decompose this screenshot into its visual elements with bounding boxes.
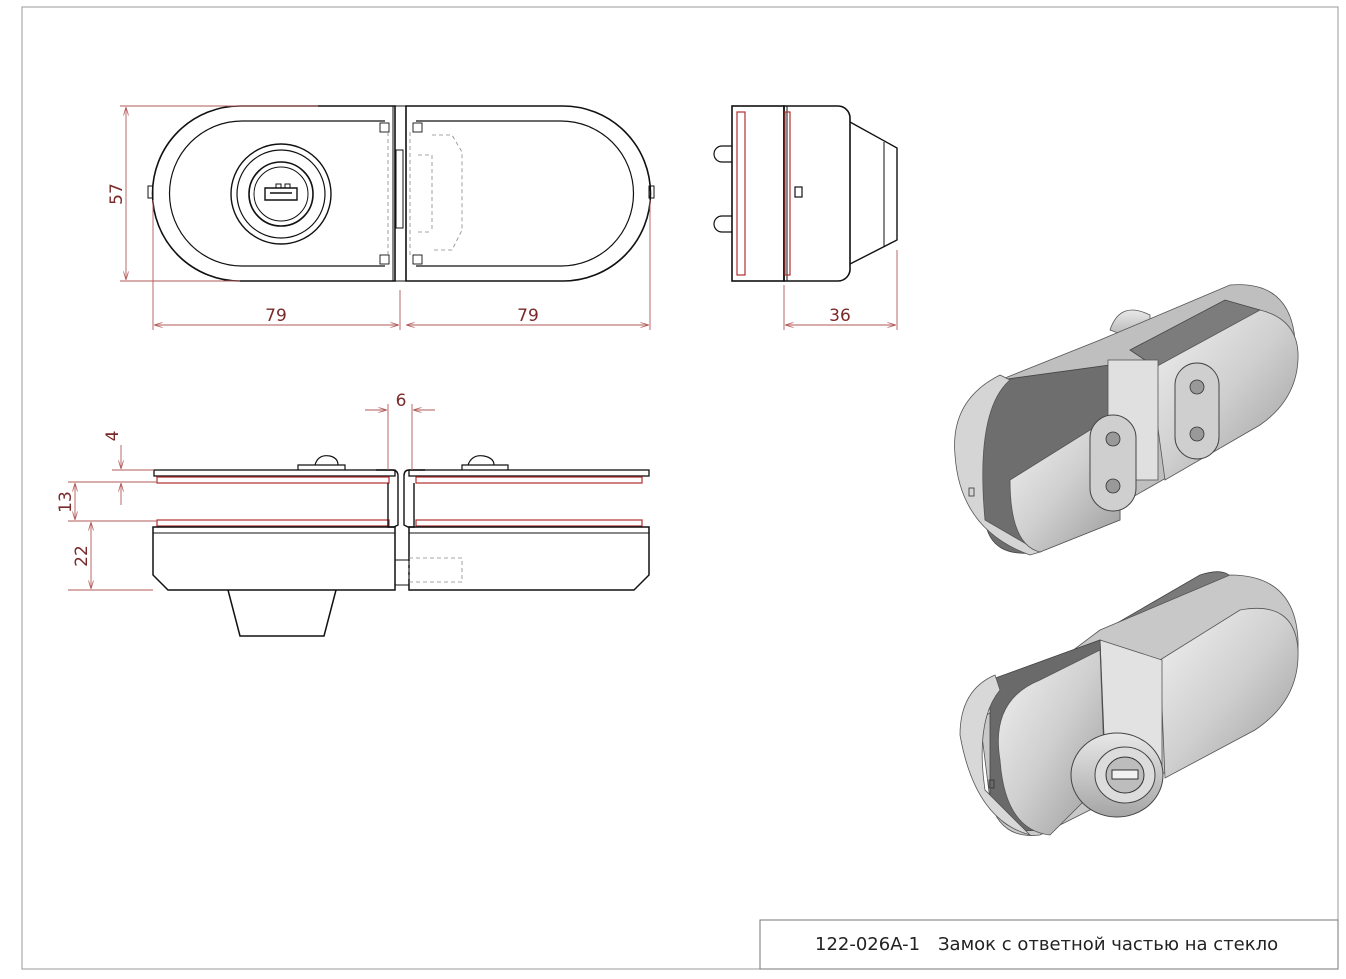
side-dimensions: 36 xyxy=(783,250,898,330)
sheet-frame xyxy=(21,6,1339,970)
isometric-view-back xyxy=(954,284,1299,556)
front-dimensions: 57 79 79 xyxy=(107,105,651,330)
dim-plate-4: 4 xyxy=(103,431,123,442)
part-description: Замок с ответной частью на стекло xyxy=(938,934,1278,955)
top-dimensions: 6 4 13 22 xyxy=(56,391,435,591)
dim-glass-13: 13 xyxy=(56,491,76,513)
top-view xyxy=(152,455,650,637)
side-view xyxy=(713,105,898,282)
front-view xyxy=(147,105,655,282)
part-code: 122-026A-1 xyxy=(815,934,920,955)
lock-cylinder-front xyxy=(230,143,332,245)
dim-depth-36: 36 xyxy=(829,306,851,326)
title-block: 122-026A-1 Замок с ответной частью на ст… xyxy=(759,919,1339,970)
dim-width-left-79: 79 xyxy=(265,306,287,326)
dim-gap-6: 6 xyxy=(396,391,407,411)
isometric-view-front xyxy=(959,571,1299,836)
dim-body-22: 22 xyxy=(72,545,92,567)
dim-height-57: 57 xyxy=(107,183,127,205)
dim-width-right-79: 79 xyxy=(517,306,539,326)
